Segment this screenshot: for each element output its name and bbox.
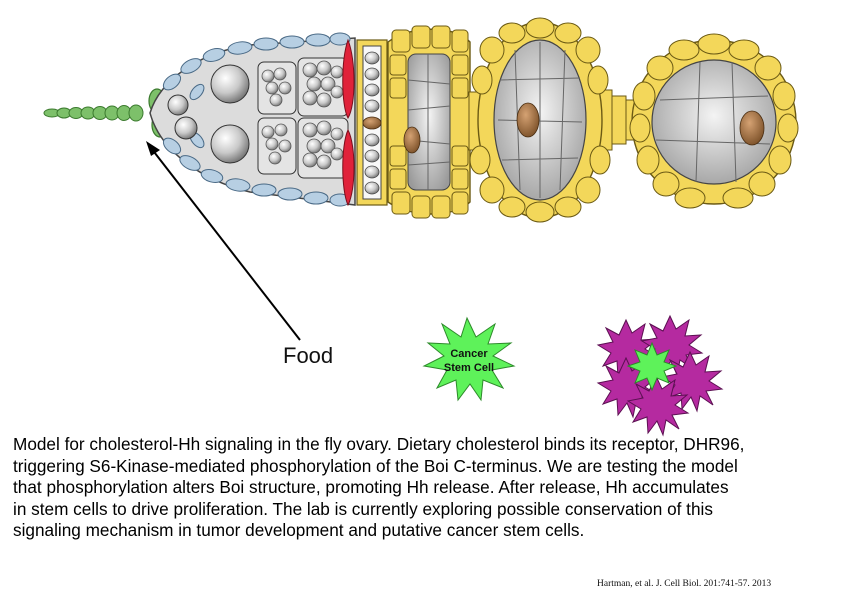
food-arrow: [146, 141, 301, 341]
terminal-filament: [43, 88, 169, 138]
citation: Hartman, et al. J. Cell Biol. 201:741-57…: [597, 579, 772, 589]
tumor-core-cell: [626, 341, 678, 392]
tumor-cell: [626, 374, 690, 437]
caption-line: Model for cholesterol-Hh signaling in th…: [13, 434, 745, 454]
tumor-cluster: [596, 314, 724, 437]
cancer-label-line1: Cancer: [450, 348, 488, 360]
tumor-cell: [660, 350, 724, 413]
caption-line: in stem cells to drive proliferation. Th…: [13, 498, 713, 519]
stage2-chamber: [387, 25, 471, 219]
red-cells: [342, 38, 355, 207]
stage1-chamber: [356, 39, 388, 206]
cancer-label-line2: Stem Cell: [444, 362, 494, 374]
cancer-stem-cell: Cancer Stem Cell: [422, 316, 516, 402]
caption: Model for cholesterol-Hh signaling in th…: [13, 434, 833, 542]
caption-line: that phosphorylation alters Boi structur…: [13, 477, 729, 497]
food-label: Food: [283, 343, 334, 368]
caption-line: triggering S6-Kinase-mediated phosphoryl…: [13, 455, 738, 476]
cyst-clusters: [261, 60, 344, 170]
stage4-chamber: [629, 33, 799, 209]
stage3-chamber: [469, 17, 611, 223]
caption-line: signaling mechanism in tumor development…: [13, 520, 585, 540]
